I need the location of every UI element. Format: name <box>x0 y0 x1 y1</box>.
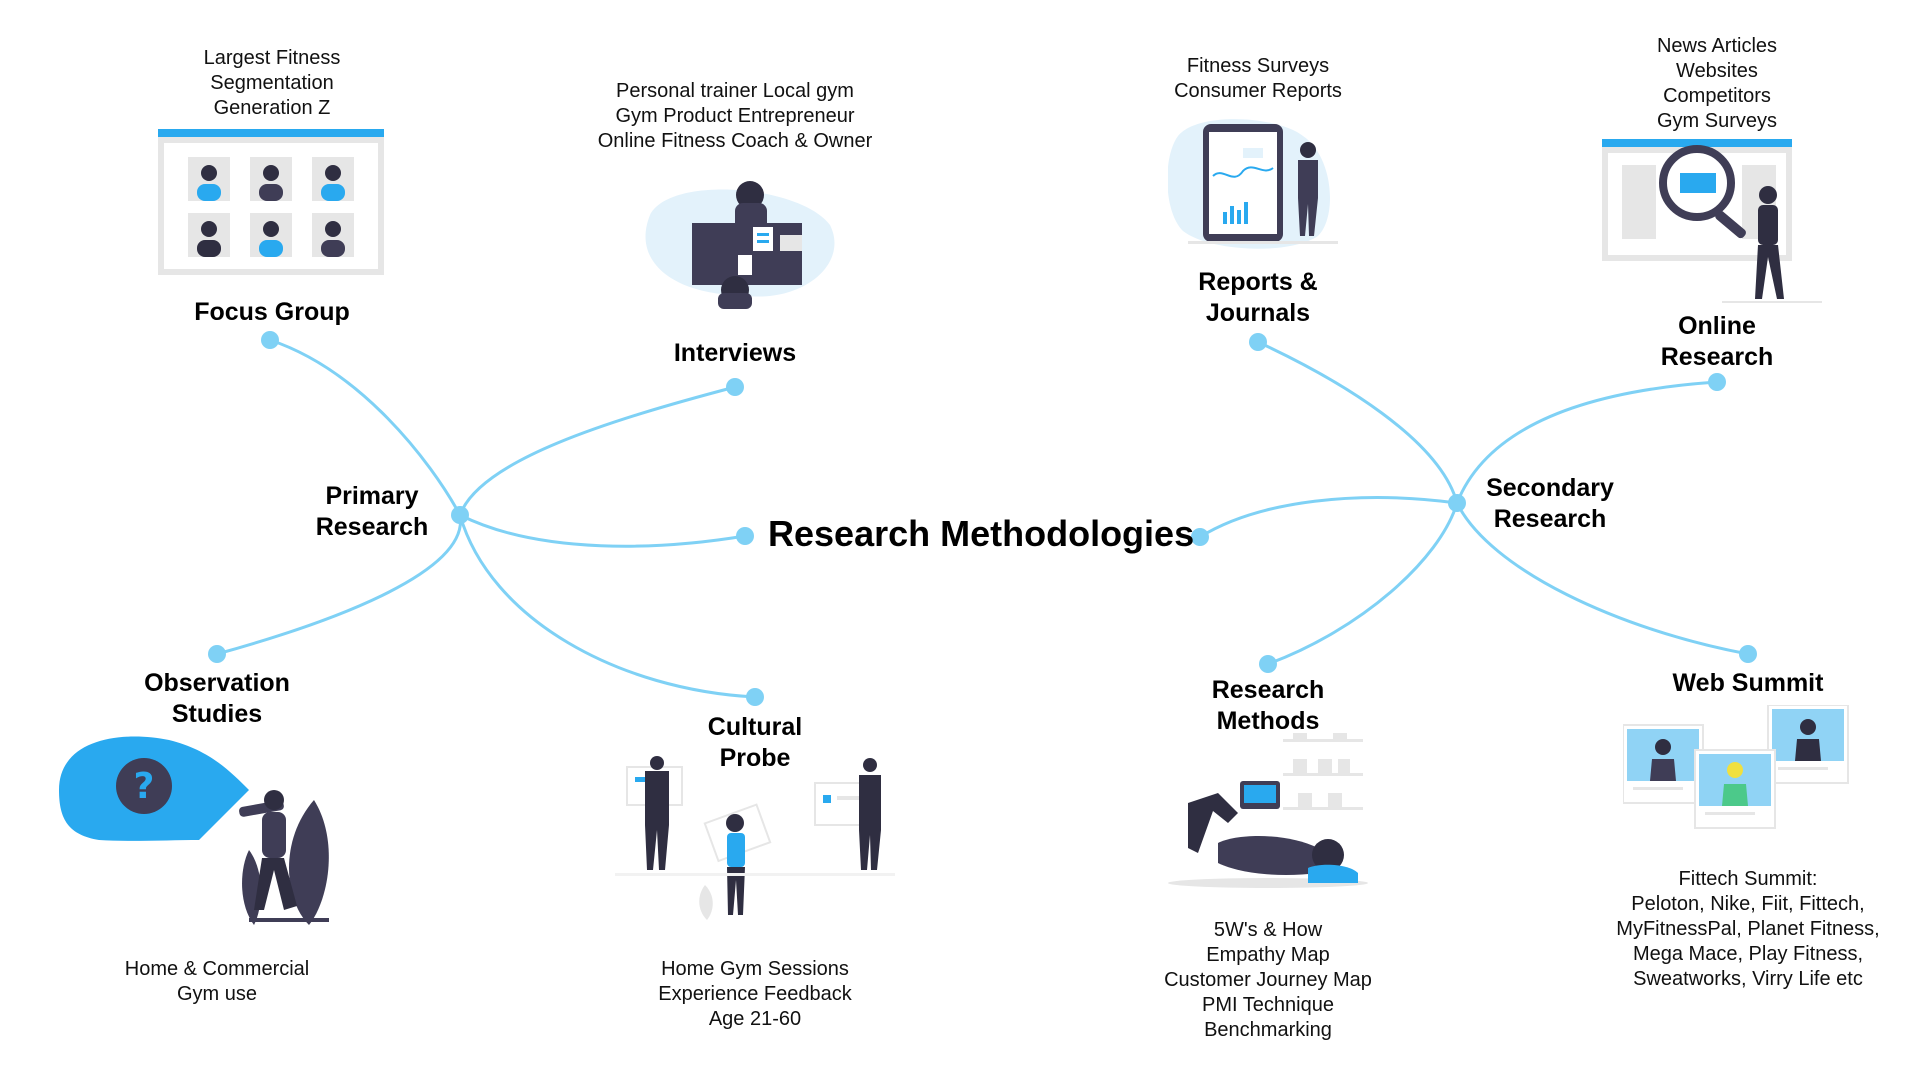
telescope-question-icon: ? <box>59 736 329 925</box>
svg-text:?: ? <box>134 766 155 807</box>
people-with-cards-icon <box>615 756 895 920</box>
cultural-probe-notes: Home Gym Sessions Experience Feedback Ag… <box>658 958 852 1030</box>
branch-label-observation: Observation Studies <box>144 669 290 728</box>
web-summit-notes: Fittech Summit: Peloton, Nike, Fiit, Fit… <box>1616 868 1880 990</box>
connector-primary-interviews <box>458 385 737 517</box>
branch-label-methods: Research Methods <box>1211 676 1325 735</box>
online-notes: News Articles Websites Competitors Gym S… <box>1656 35 1778 132</box>
connector-secondary-online <box>1455 380 1719 505</box>
interviews-notes: Personal trainer Local gym Gym Product E… <box>597 80 873 152</box>
page-title: Research Methodologies <box>768 513 1195 554</box>
branch-label-focus-group: Focus Group <box>194 298 350 326</box>
branch-label-interviews: Interviews <box>673 339 797 367</box>
node-online <box>1708 373 1726 391</box>
person-reading-laptop-icon <box>1168 733 1368 888</box>
connector-primary-observation <box>215 513 462 656</box>
node-focus-group <box>261 331 279 349</box>
hub-label-secondary: Secondary Research <box>1486 474 1614 533</box>
reports-notes: Fitness Surveys Consumer Reports <box>1174 55 1342 102</box>
branch-label-cultural-probe: Cultural Probe <box>707 713 803 772</box>
node-cultural-probe <box>746 688 764 706</box>
connector-secondary-center <box>1198 496 1459 539</box>
observation-notes: Home & Commercial Gym use <box>124 958 310 1005</box>
node-reports <box>1249 333 1267 351</box>
node-center-left <box>736 527 754 545</box>
connector-secondary-methods <box>1266 501 1459 666</box>
node-interviews <box>726 378 744 396</box>
node-web-summit <box>1739 645 1757 663</box>
node-observation <box>208 645 226 663</box>
tablet-analytics-icon <box>1168 119 1338 249</box>
branch-label-online: Online Research <box>1660 312 1774 371</box>
hub-label-primary: Primary Research <box>315 482 429 541</box>
connector-primary-center <box>458 513 747 548</box>
hub-node-primary <box>451 506 469 524</box>
connector-primary-cultural-probe <box>458 513 757 699</box>
hub-node-secondary <box>1448 494 1466 512</box>
video-call-grid-icon <box>158 129 384 275</box>
interview-desk-icon <box>645 181 835 309</box>
node-center-right <box>1191 528 1209 546</box>
branch-label-web-summit: Web Summit <box>1672 669 1824 697</box>
connector-primary-focus-group <box>268 338 462 517</box>
focus-group-notes: Largest Fitness Segmentation Generation … <box>203 47 341 119</box>
node-methods <box>1259 655 1277 673</box>
profile-cards-icon <box>1623 705 1849 829</box>
connector-secondary-web-summit <box>1455 501 1750 656</box>
branch-label-reports: Reports & Journals <box>1198 268 1318 327</box>
magnifier-website-icon <box>1602 139 1822 303</box>
connector-secondary-reports <box>1256 340 1459 505</box>
methods-notes: 5W's & How Empathy Map Customer Journey … <box>1164 919 1372 1041</box>
